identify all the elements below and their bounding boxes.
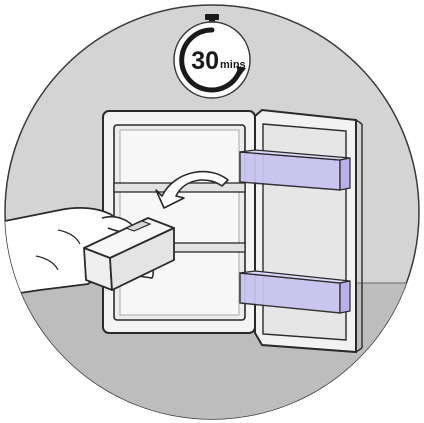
stopwatch-icon (179, 27, 243, 93)
timer-unit: mins (220, 59, 246, 71)
timer-badge: 30 mins (173, 14, 251, 99)
deodoriser-block-icon (83, 217, 175, 291)
stopwatch-crown (205, 14, 219, 20)
fridge-door (239, 108, 363, 354)
door-bin-upper (239, 149, 351, 191)
curved-arrow-icon (155, 170, 229, 209)
timer-number: 30 (191, 47, 219, 75)
timer-backing (173, 21, 251, 99)
door-bin-lower (239, 270, 351, 314)
